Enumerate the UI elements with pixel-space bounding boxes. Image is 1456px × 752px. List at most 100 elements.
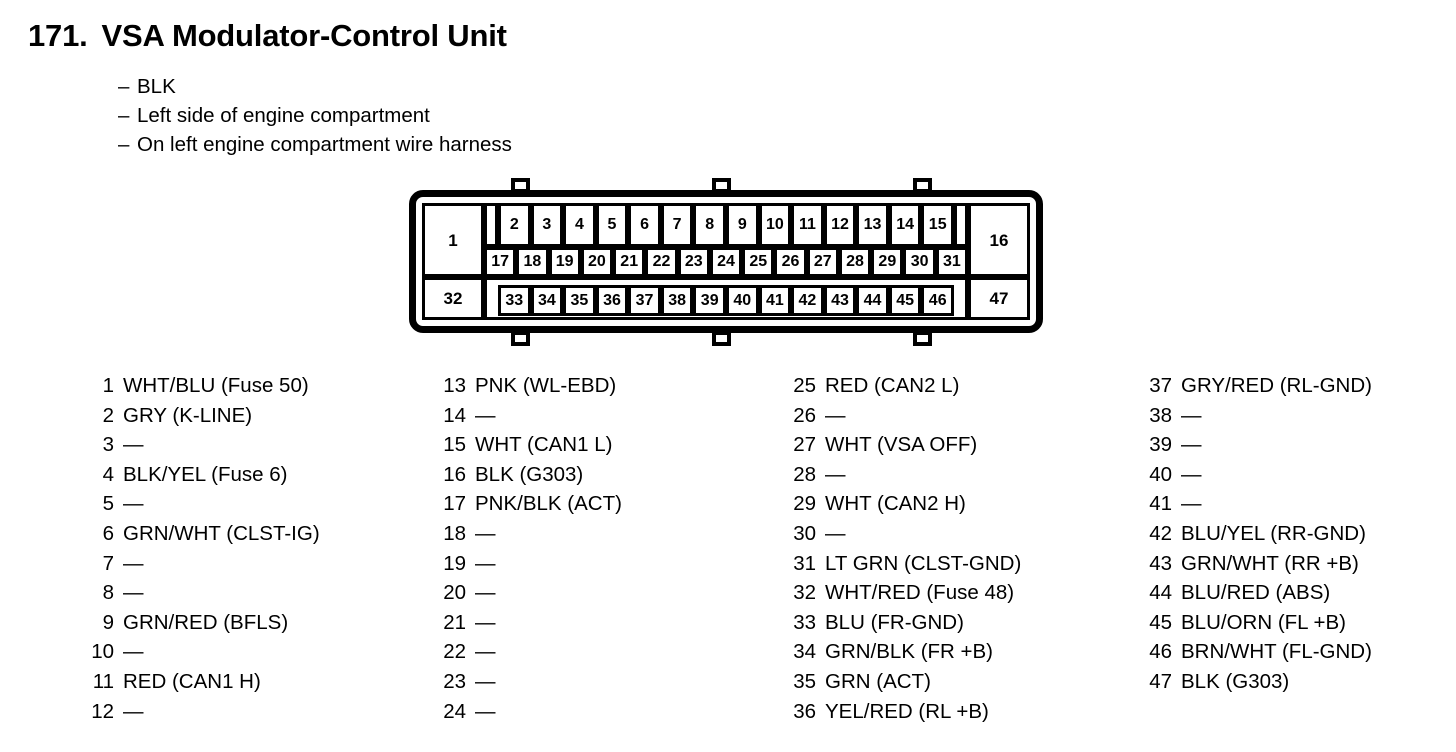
pin-cell-47: 47 <box>968 277 1030 320</box>
pin-cell-38: 38 <box>660 285 694 316</box>
pin-list-row: 36 YEL/RED (RL +B) <box>790 700 1021 730</box>
pin-number: 4 <box>102 462 114 486</box>
latch-tab-bottom-right <box>913 331 932 346</box>
pin-list-row: 30— <box>790 522 1021 552</box>
pin-number: 13 <box>443 374 466 397</box>
bullet-dash-icon: – <box>118 133 130 156</box>
pin-number: 15 <box>443 433 466 457</box>
pin-list-row: 40— <box>1146 463 1372 493</box>
pin-description: WHT/BLU (Fuse 50) <box>123 374 309 397</box>
pin-number: 26 <box>793 403 816 427</box>
pin-number: 3 <box>102 433 114 457</box>
pin-number: 18 <box>443 521 466 545</box>
pin-description: BRN/WHT (FL-GND) <box>1181 640 1372 664</box>
pin-cell-30: 30 <box>903 247 936 277</box>
connector-attributes-list: –BLK–Left side of engine compartment–On … <box>118 72 512 159</box>
pin-description: GRN/WHT (CLST-IG) <box>123 521 320 545</box>
pin-number: 46 <box>1149 640 1172 664</box>
pin-list-row: 39— <box>1146 433 1372 463</box>
page-title: 171.VSA Modulator-Control Unit <box>28 18 507 54</box>
pin-number: 30 <box>793 521 816 545</box>
pin-number: 7 <box>102 551 114 575</box>
bullet-dash-icon: – <box>118 75 130 98</box>
pin-description: GRN/WHT (RR +B) <box>1181 551 1359 575</box>
pin-cell-32: 32 <box>422 277 484 320</box>
pin-number: 10 <box>91 640 114 664</box>
pin-list-row: 5— <box>88 492 320 522</box>
pin-cell-27: 27 <box>806 247 839 277</box>
pin-number: 41 <box>1149 492 1172 516</box>
pin-number: 38 <box>1149 403 1172 427</box>
pin-cell-46: 46 <box>921 285 954 316</box>
connector-attribute-1: –Left side of engine compartment <box>118 101 512 130</box>
pin-description: — <box>123 551 144 575</box>
pin-description: GRN/RED (BFLS) <box>123 610 289 634</box>
pin-cell-14: 14 <box>888 203 922 247</box>
pin-description: — <box>825 462 846 486</box>
pin-description: — <box>123 492 144 516</box>
pin-description: BLU/ORN (FL +B) <box>1181 610 1346 634</box>
pin-number: 34 <box>793 640 816 664</box>
pin-number: 8 <box>102 581 114 605</box>
pin-row-top-spacer-right <box>954 203 968 247</box>
pin-description: YEL/RED (RL +B) <box>825 699 989 723</box>
pin-description: — <box>475 403 496 427</box>
pin-description: PNK (WL-EBD) <box>475 374 617 397</box>
pin-description: BLK (G303) <box>1181 669 1290 693</box>
pin-list-row: 23— <box>440 670 622 700</box>
connector-attribute-label: On left engine compartment wire harness <box>137 133 512 156</box>
pin-cell-24: 24 <box>709 247 743 277</box>
pin-description: PNK/BLK (ACT) <box>475 492 622 516</box>
pin-cell-37: 37 <box>628 285 661 316</box>
pin-number: 39 <box>1149 433 1172 457</box>
connector-attribute-label: Left side of engine compartment <box>137 104 430 127</box>
pin-number: 11 <box>92 669 114 693</box>
pin-number: 21 <box>443 610 466 634</box>
pin-cell-29: 29 <box>871 247 904 277</box>
pin-number: 36 <box>793 699 816 723</box>
pin-list-row: 13 PNK (WL-EBD) <box>440 374 622 404</box>
pin-list-row: 38— <box>1146 404 1372 434</box>
pin-cell-31: 31 <box>935 247 968 277</box>
latch-tab-bottom-left <box>511 331 530 346</box>
pin-list-row: 7— <box>88 552 320 582</box>
latch-tab-bottom-center <box>712 331 731 346</box>
pin-number: 5 <box>102 492 114 516</box>
pin-cell-9: 9 <box>726 203 759 247</box>
pin-description: — <box>475 581 496 605</box>
pin-list-row: 14— <box>440 404 622 434</box>
pin-cell-2: 2 <box>498 203 531 247</box>
pin-cell-41: 41 <box>758 285 792 316</box>
pin-description: BLK/YEL (Fuse 6) <box>123 462 288 486</box>
pin-list-row: 24— <box>440 700 622 730</box>
pin-number: 27 <box>793 433 816 457</box>
pin-list-row: 20— <box>440 581 622 611</box>
pin-cell-39: 39 <box>693 285 726 316</box>
pin-description: WHT/RED (Fuse 48) <box>825 581 1015 605</box>
pin-list-row: 41— <box>1146 492 1372 522</box>
pin-description: LT GRN (CLST-GND) <box>825 551 1022 575</box>
pin-description: BLU/YEL (RR-GND) <box>1181 521 1366 545</box>
pin-cell-7: 7 <box>660 203 694 247</box>
pin-cell-6: 6 <box>628 203 661 247</box>
pin-cell-13: 13 <box>856 203 889 247</box>
pin-cell-11: 11 <box>791 203 824 247</box>
pin-cell-34: 34 <box>530 285 564 316</box>
